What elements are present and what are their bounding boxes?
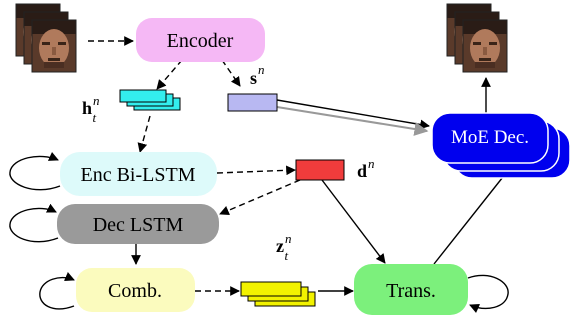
s-var-label: sn [250,62,265,88]
edge-d-to-declstm [219,179,301,216]
edge-encbilstm-to-d [216,165,296,176]
edge-s-to-moe-black [276,99,430,130]
input-frames-icon [15,3,77,73]
edge-encoder-to-s [221,59,241,87]
dec-lstm-node: Dec LSTM [57,204,219,244]
comb-node: Comb. [76,268,195,312]
dec-lstm-label: Dec LSTM [93,214,184,236]
loop-declstm [9,203,59,243]
edge-h-to-encbilstm [137,115,151,153]
self-loops [9,151,509,314]
trans-label: Trans. [386,280,436,302]
h-vector-icon [119,89,181,111]
d-vector-icon [295,159,345,181]
enc-bilstm-node: Enc Bi-LSTM [60,152,217,196]
edge-trans-to-moe [433,162,515,265]
edges [88,36,515,296]
trans-node: Trans. [354,264,468,315]
loop-comb [39,272,75,310]
loop-encbilstm [9,151,61,191]
encoder-node: Encoder [136,18,265,62]
edge-d-to-trans [321,179,386,264]
moe-dec-node: MoE Dec. [431,112,570,179]
s-vector-icon [227,93,278,112]
output-frames-icon [446,3,508,73]
edge-encoder-to-h [156,59,183,90]
edge-s-to-moe-gray [276,106,429,136]
d-var-label: dn [357,156,375,181]
enc-bilstm-label: Enc Bi-LSTM [81,164,196,186]
moe-dec-label: MoE Dec. [451,127,529,148]
z-vector-icon [240,281,316,307]
encoder-label: Encoder [167,30,234,52]
loop-trans [467,274,509,314]
comb-label: Comb. [108,280,162,302]
